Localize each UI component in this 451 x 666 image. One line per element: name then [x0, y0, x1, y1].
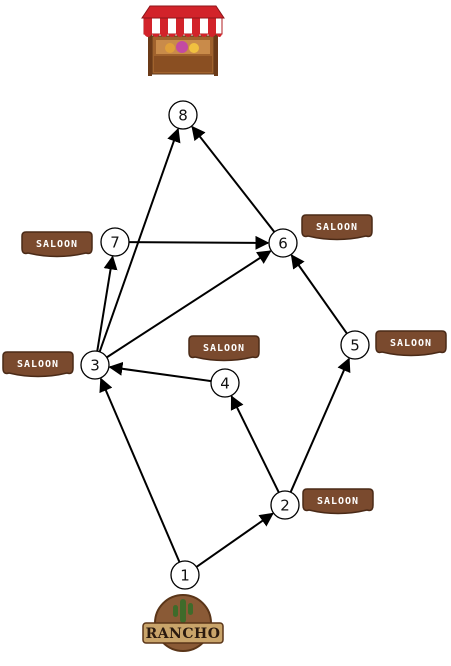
node-label: 3: [90, 357, 100, 375]
node-label: 8: [178, 107, 188, 125]
node-label: 4: [220, 375, 230, 393]
saloon-label: SALOON: [390, 338, 432, 349]
saloon-label: SALOON: [317, 496, 359, 507]
edge-6-to-8: [191, 125, 276, 233]
node-circle: [100, 227, 130, 257]
node-6: 6: [268, 228, 298, 258]
saloon-sign: SALOON: [302, 488, 374, 515]
node-8: 8: [168, 100, 198, 130]
edge-5-to-6: [290, 254, 348, 335]
edge-1-to-3: [99, 377, 181, 563]
saloon-label: SALOON: [17, 359, 59, 370]
saloon-sign: SALOON: [375, 330, 447, 357]
market-stall-icon: [141, 5, 225, 76]
saloon-label: SALOON: [316, 222, 358, 233]
node-3: 3: [80, 350, 110, 380]
edge-1-to-2: [195, 512, 274, 568]
node-circle: [210, 368, 240, 398]
saloon-sign: SALOON: [188, 335, 260, 362]
edge-4-to-3: [108, 361, 212, 383]
node-circle: [170, 560, 200, 590]
node-label: 1: [180, 567, 190, 585]
edge-3-to-6: [106, 250, 272, 359]
rancho-label: RANCHO: [146, 626, 221, 642]
node-label: 2: [280, 497, 290, 515]
node-4: 4: [210, 368, 240, 398]
node-circle: [80, 350, 110, 380]
rancho-sign: RANCHO: [142, 594, 224, 652]
node-5: 5: [340, 330, 370, 360]
saloon-sign: SALOON: [301, 214, 373, 241]
edge-3-to-7: [96, 255, 118, 352]
edge-7-to-6: [128, 235, 270, 250]
node-circle: [270, 490, 300, 520]
node-2: 2: [270, 490, 300, 520]
node-circle: [340, 330, 370, 360]
edge-2-to-4: [230, 395, 280, 493]
saloon-label: SALOON: [203, 343, 245, 354]
nodes-layer: 1 2 3 4 5 6 7 8: [80, 100, 370, 590]
node-1: 1: [170, 560, 200, 590]
node-label: 7: [110, 234, 120, 252]
saloon-sign: SALOON: [21, 231, 93, 258]
node-label: 5: [350, 337, 360, 355]
edge-3-to-8: [98, 127, 181, 353]
edges-layer: [96, 125, 351, 568]
saloon-sign: SALOON: [2, 351, 74, 378]
edge-2-to-5: [289, 357, 351, 493]
saloon-label: SALOON: [36, 239, 78, 250]
node-7: 7: [100, 227, 130, 257]
node-label: 6: [278, 235, 288, 253]
node-circle: [268, 228, 298, 258]
node-circle: [168, 100, 198, 130]
